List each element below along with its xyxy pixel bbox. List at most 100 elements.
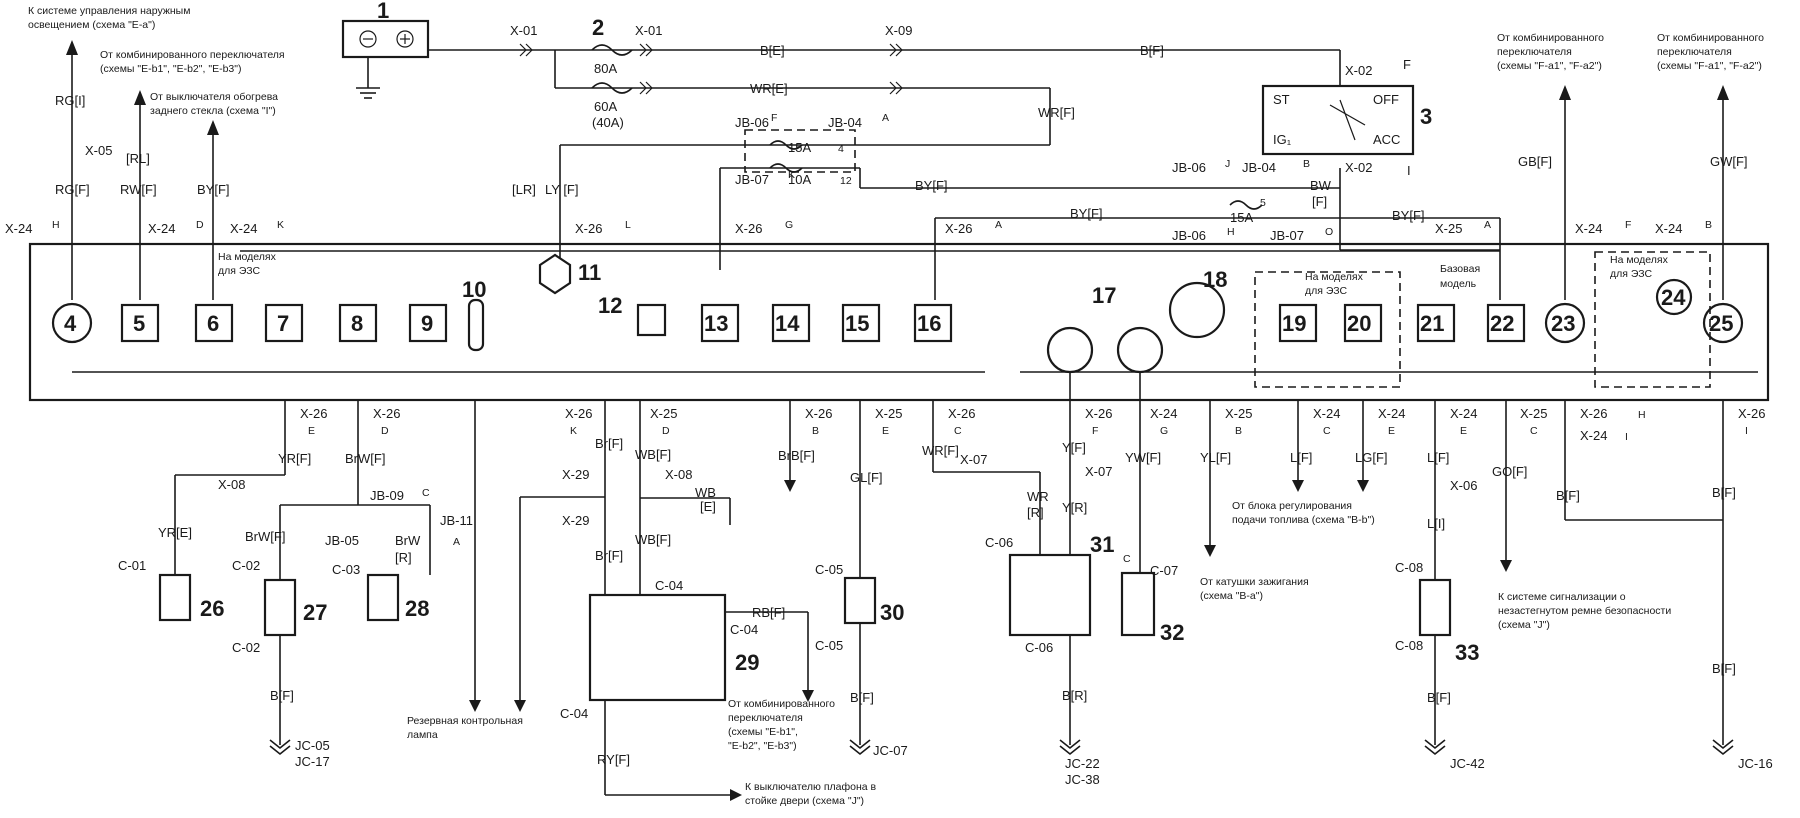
circ-j: J [1225, 158, 1230, 170]
note-9c: (схемы "F-a1", "F-a2") [1657, 60, 1762, 72]
component-30-switch [843, 576, 877, 625]
note-11c: (схемы "E-b1", [728, 726, 798, 738]
circ-f: F [771, 112, 777, 124]
switch-ig: IG₁ [1273, 132, 1292, 147]
wire-label-brwf2: BrW[F] [245, 529, 285, 544]
label-7: 7 [277, 311, 289, 336]
conn-jb04b: JB-04 [1242, 160, 1276, 175]
fuse-label-60a: 60A [594, 99, 617, 114]
wire-label-brw-r: [R] [395, 550, 412, 565]
wire-label-lyf: LY [F] [545, 182, 578, 197]
wire-label-by-c: BY[F] [1392, 208, 1425, 223]
wire-label-glf: GL[F] [850, 470, 883, 485]
switch-f: F [1403, 57, 1411, 72]
wire-label-yr: Y[R] [1062, 500, 1087, 515]
note-4b: для ЭЗС [218, 265, 261, 277]
fuse-label-15a-b: 15A [1230, 210, 1253, 225]
conn-b-c01: C-01 [118, 558, 146, 573]
conn-b-jc17: JC-17 [295, 754, 330, 769]
circ-e: E [308, 425, 315, 437]
switch-st: ST [1273, 92, 1290, 107]
conn-b-x26k: X-26 [565, 406, 592, 421]
label-25: 25 [1709, 311, 1733, 336]
circ-f3: F [1092, 425, 1098, 437]
ezs-option-box-19-20 [1254, 271, 1401, 388]
label-19: 19 [1282, 311, 1306, 336]
conn-x02a: X-02 [1345, 63, 1372, 78]
conn-jb06h: JB-06 [1172, 228, 1206, 243]
circ-c3: C [1323, 425, 1331, 437]
wire-label-lgf: LG[F] [1355, 450, 1388, 465]
wire-label-brbf: BrB[F] [778, 448, 815, 463]
conn-jb07k: JB-07 [735, 172, 769, 187]
component-32-sender [1120, 571, 1156, 637]
wire-label-bw: BW [1310, 178, 1332, 193]
note-1a: К системе управления наружным [28, 5, 190, 17]
conn-x26l: X-26 [575, 221, 602, 236]
conn-b-jc05: JC-05 [295, 738, 330, 753]
fuse-label-40a: (40A) [592, 115, 624, 130]
conn-b-x25d: X-25 [650, 406, 677, 421]
label-21: 21 [1420, 311, 1444, 336]
note-14b: подачи топлива (схема "B-b") [1232, 514, 1375, 526]
conn-b-x26f: X-26 [1085, 406, 1112, 421]
note-2b: (схемы "E-b1", "E-b2", "E-b3") [100, 63, 241, 75]
wire-label-yf: Y[F] [1062, 440, 1086, 455]
wire-label-wre: WR[E] [750, 81, 788, 96]
conn-b-x29a: X-29 [562, 467, 589, 482]
conn-b-x07b: X-07 [1085, 464, 1112, 479]
conn-b-jb09: JB-09 [370, 488, 404, 503]
conn-jb07o: JB-07 [1270, 228, 1304, 243]
junction-block-jb06-jb04 [744, 129, 856, 173]
instrument-cluster-frame [28, 242, 1770, 402]
conn-x02b: X-02 [1345, 160, 1372, 175]
label-22: 22 [1490, 311, 1514, 336]
circ-c2: C [954, 425, 962, 437]
label-3: 3 [1420, 104, 1432, 129]
conn-jb04a: JB-04 [828, 115, 862, 130]
wire-label-wrf: WR[F] [922, 443, 959, 458]
wire-label-bf30: B[F] [850, 690, 874, 705]
note-11d: "E-b2", "E-b3") [728, 740, 797, 752]
wire-label-bf33: B[F] [1427, 690, 1451, 705]
note-15a: К системе сигнализации о [1498, 591, 1626, 603]
note-12a: К выключателю плафона в [745, 781, 877, 793]
wire-label-by-a: BY[F] [915, 178, 948, 193]
note-3b: заднего стекла (схема "I") [150, 105, 276, 117]
label-23: 23 [1551, 311, 1575, 336]
note-1b: освещением (схема "E-a") [28, 19, 155, 31]
conn-b-jc22: JC-22 [1065, 756, 1100, 771]
wire-label-brw: BrW [395, 533, 421, 548]
wire-label-rgi: RG[I] [55, 93, 85, 108]
conn-x24k: X-24 [230, 221, 257, 236]
note-3a: От выключателя обогрева [150, 91, 278, 103]
conn-b-c02a: C-02 [232, 558, 260, 573]
conn-x01b: X-01 [635, 23, 662, 38]
circ-b3: B [812, 425, 819, 437]
conn-b-c08a: C-08 [1395, 560, 1423, 575]
wire-label-bf26: B[F] [270, 688, 294, 703]
conn-b-c04a: C-04 [655, 578, 683, 593]
conn-x26a: X-26 [945, 221, 972, 236]
label-6: 6 [207, 311, 219, 336]
note-15c: (схема "J") [1498, 619, 1550, 631]
wire-label-rgf: RG[F] [55, 182, 90, 197]
conn-x26g: X-26 [735, 221, 762, 236]
note-6a: Базовая [1440, 263, 1480, 275]
wire-label-li: L[I] [1427, 516, 1445, 531]
label-20: 20 [1347, 311, 1371, 336]
circ-c4: C [1530, 425, 1538, 437]
note-14a: От блока регулирования [1232, 500, 1352, 512]
wire-label-rbf: RB[F] [752, 605, 785, 620]
conn-b-x24i: X-24 [1580, 428, 1607, 443]
label-18: 18 [1203, 267, 1227, 292]
note-10b: лампа [407, 729, 438, 741]
label-12: 12 [598, 293, 622, 318]
conn-b-jc16: JC-16 [1738, 756, 1773, 771]
note-7b: для ЭЗС [1610, 268, 1653, 280]
conn-b-x25b: X-25 [1225, 406, 1252, 421]
conn-b-x25c: X-25 [1520, 406, 1547, 421]
wire-label-byf6: BY[F] [197, 182, 230, 197]
circ-b2: B [1705, 219, 1712, 231]
wire-label-ywf: YW[F] [1125, 450, 1161, 465]
